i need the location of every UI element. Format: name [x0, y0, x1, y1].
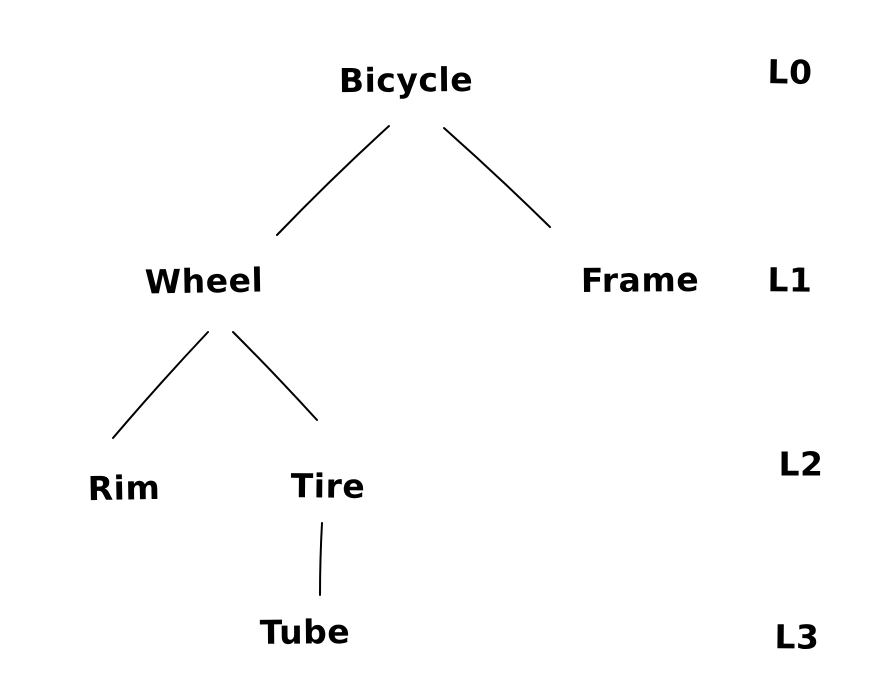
edge-wheel-tire — [232, 331, 318, 421]
edge-tire-tube — [319, 522, 323, 596]
edge-bicycle-wheel — [276, 125, 390, 236]
level-label-l3: L3 — [774, 617, 820, 657]
tree-node-rim: Rim — [87, 467, 161, 509]
tree-node-wheel: Wheel — [144, 260, 264, 302]
level-label-l2: L2 — [778, 444, 824, 484]
edge-bicycle-frame — [443, 127, 551, 228]
level-label-l0: L0 — [767, 52, 813, 92]
edge-wheel-rim — [112, 331, 209, 439]
tree-node-frame: Frame — [580, 259, 700, 301]
tree-node-tire: Tire — [290, 466, 366, 506]
tree-node-tube: Tube — [259, 612, 351, 652]
tree-node-bicycle: Bicycle — [338, 59, 474, 101]
level-label-l1: L1 — [767, 260, 813, 300]
